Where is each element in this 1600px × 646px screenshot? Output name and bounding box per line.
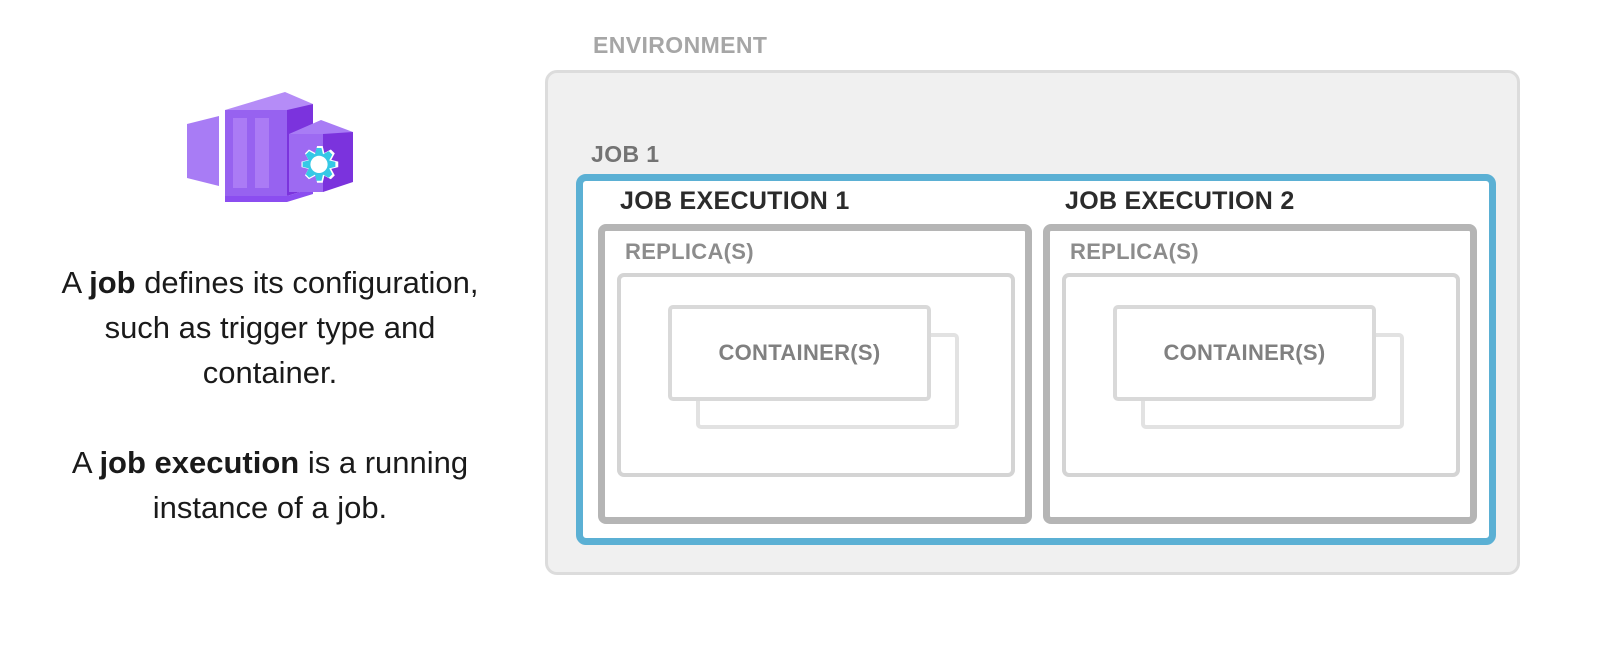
paragraph-part: defines its configuration, such as trigg… <box>104 265 479 390</box>
replica-label: REPLICA(S) <box>625 239 754 264</box>
replica-label: REPLICA(S) <box>1070 239 1199 264</box>
explanation-panel: A job defines its configuration, such as… <box>40 60 500 580</box>
job-execution-label: JOB EXECUTION 2 <box>1065 187 1295 215</box>
paragraph-part: A <box>61 265 90 300</box>
paragraph-part-bold: job <box>89 265 136 300</box>
container-label: CONTAINER(S) <box>718 340 881 365</box>
explanation-text: A job defines its configuration, such as… <box>40 260 500 530</box>
container-label: CONTAINER(S) <box>1163 340 1326 365</box>
paragraph-job-execution-definition: A job execution is a running instance of… <box>40 440 500 530</box>
environment-label: ENVIRONMENT <box>593 32 768 58</box>
paragraph-part-bold: job execution <box>99 445 300 480</box>
container-apps-job-icon-svg <box>187 92 353 202</box>
job-label: JOB 1 <box>591 141 660 167</box>
architecture-diagram: ENVIRONMENT JOB 1 JOB EXECUTION 1 REPLIC… <box>545 32 1520 577</box>
job-execution-1: JOB EXECUTION 1 REPLICA(S) CONTAINER(S) <box>598 187 1036 532</box>
replica-box: REPLICA(S) CONTAINER(S) <box>1043 224 1477 524</box>
replica-inner-frame: CONTAINER(S) <box>617 273 1015 477</box>
job-box: JOB EXECUTION 1 REPLICA(S) CONTAINER(S) … <box>576 174 1496 545</box>
replica-inner-frame: CONTAINER(S) <box>1062 273 1460 477</box>
environment-box: JOB 1 JOB EXECUTION 1 REPLICA(S) CONTAIN… <box>545 70 1520 575</box>
job-execution-label: JOB EXECUTION 1 <box>620 187 850 215</box>
paragraph-part: A <box>71 445 100 480</box>
paragraph-part: is a running instance of a job. <box>152 445 469 525</box>
job-execution-2: JOB EXECUTION 2 REPLICA(S) CONTAINER(S) <box>1043 187 1481 532</box>
replica-box: REPLICA(S) CONTAINER(S) <box>598 224 1032 524</box>
container-apps-job-icon <box>40 80 500 220</box>
container-box-front: CONTAINER(S) <box>1113 305 1376 401</box>
paragraph-job-definition: A job defines its configuration, such as… <box>40 260 500 395</box>
container-box-front: CONTAINER(S) <box>668 305 931 401</box>
